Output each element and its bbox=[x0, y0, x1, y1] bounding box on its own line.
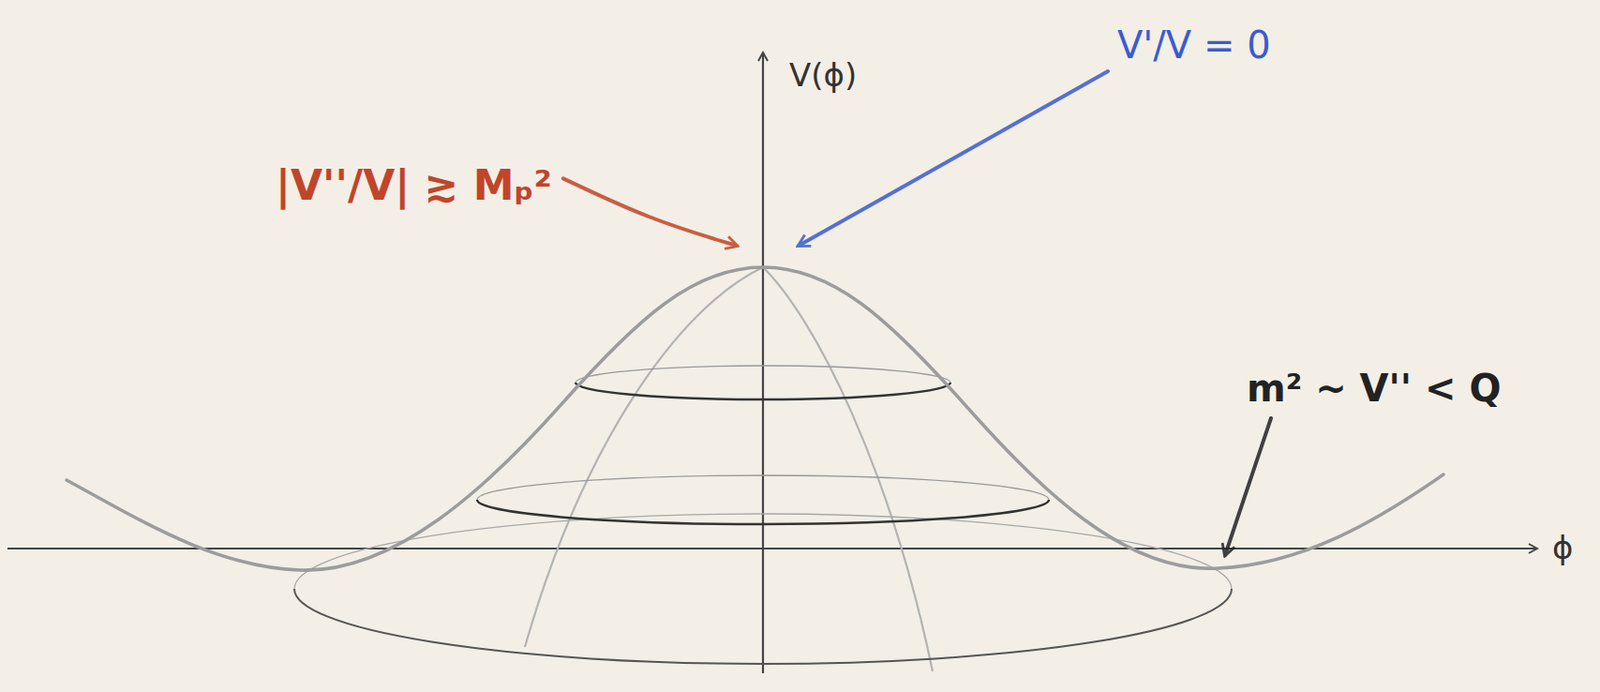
hat-meridian bbox=[524, 267, 763, 647]
slope-annotation: V'/V = 0 bbox=[1113, 22, 1275, 68]
hat-ring bbox=[575, 365, 951, 383]
v-axis bbox=[762, 52, 764, 673]
curvature-annotation: |V''/V| ≳ Mₚ² bbox=[271, 161, 556, 210]
hat-ring bbox=[477, 475, 1049, 500]
mass-annotation: m² ~ V'' < Q bbox=[1242, 365, 1505, 411]
hat-ring bbox=[477, 499, 1049, 524]
hat-ring bbox=[294, 588, 1232, 664]
hat-ring bbox=[575, 382, 951, 400]
leader-arrow bbox=[1225, 418, 1272, 555]
axis-label: V(ϕ) bbox=[785, 56, 861, 95]
leader-arrow bbox=[798, 71, 1108, 246]
leader-arrow bbox=[563, 178, 737, 246]
axis-label: ϕ bbox=[1548, 528, 1577, 568]
hat-meridian bbox=[762, 267, 933, 672]
potential-curve bbox=[66, 267, 1444, 570]
